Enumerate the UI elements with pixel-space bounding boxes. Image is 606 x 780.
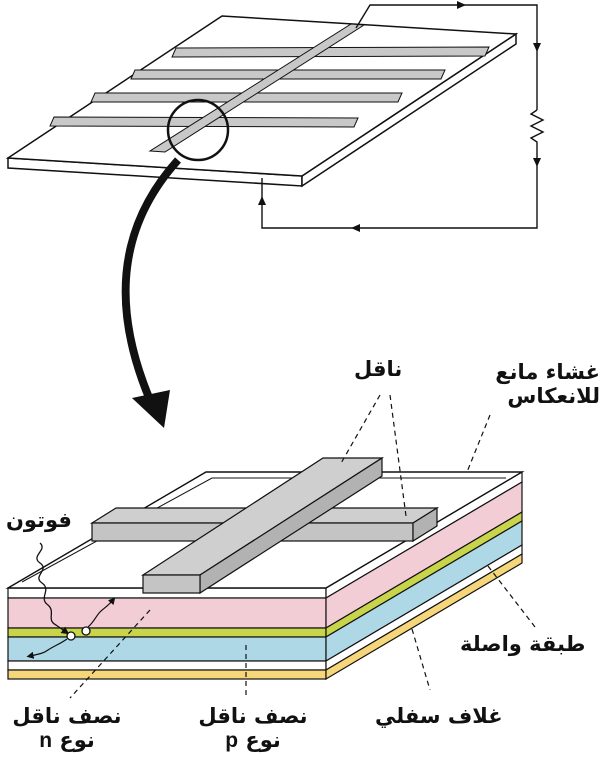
top-grid-fingers bbox=[49, 46, 490, 128]
label-bottom-cover: غلاف سفلي bbox=[375, 704, 503, 728]
leader-antireflective bbox=[466, 414, 491, 473]
hole-particle bbox=[81, 626, 91, 636]
label-photon: فوتون bbox=[6, 508, 72, 532]
bus-bar-front bbox=[142, 574, 201, 594]
p-type-line2: نوع p bbox=[192, 728, 314, 753]
label-conductor: ناقل bbox=[354, 357, 403, 381]
circuit-arrows bbox=[258, 1, 541, 232]
circuit-arrow bbox=[258, 196, 266, 205]
label-connecting-layer: طبقة واصلة bbox=[460, 632, 586, 656]
circuit-arrow bbox=[533, 43, 541, 52]
p-type-prefix: نوع bbox=[238, 728, 281, 753]
zoom-arrow-head bbox=[132, 390, 170, 428]
leader-n-type bbox=[69, 609, 151, 699]
top-solar-cell bbox=[5, 1, 545, 428]
leader-lines bbox=[69, 394, 536, 699]
n-type-letter: n bbox=[39, 729, 53, 753]
circuit-arrow bbox=[533, 158, 541, 167]
top-surface-inner-edge bbox=[21, 477, 506, 583]
layer-front-n-type bbox=[7, 597, 327, 629]
layer-side-base bbox=[325, 552, 523, 681]
n-type-line1: نصف ناقل bbox=[12, 704, 122, 728]
zoom-arrow bbox=[121, 157, 181, 402]
circuit-arrow bbox=[457, 1, 466, 9]
layer-front-p-type bbox=[7, 636, 327, 662]
leader-connecting-layer bbox=[487, 565, 536, 628]
photon-wave bbox=[36, 542, 70, 635]
conductor-contact bbox=[89, 456, 440, 595]
n-type-line2: نوع n bbox=[6, 728, 128, 753]
top-bus-bar bbox=[148, 23, 366, 153]
label-p-type-semiconductor: نصف ناقل نوع p bbox=[192, 704, 314, 753]
layer-front-contact bbox=[7, 660, 327, 671]
leader-conductor-2 bbox=[389, 394, 407, 517]
layer-front-base bbox=[7, 669, 327, 680]
label-antireflective-film: غشاء مانع للانعكاس bbox=[495, 360, 600, 409]
p-type-line1: نصف ناقل bbox=[198, 704, 308, 728]
leader-bottom-cover bbox=[411, 628, 431, 691]
finger-strip bbox=[130, 69, 446, 80]
finger-bar-side bbox=[412, 506, 438, 543]
layer-front-junction bbox=[7, 627, 327, 638]
leader-conductor-1 bbox=[339, 394, 381, 466]
finger-strip bbox=[171, 46, 490, 58]
electron-particle bbox=[66, 631, 76, 641]
external-circuit bbox=[261, 4, 545, 229]
p-type-letter: p bbox=[225, 729, 239, 753]
label-n-type-semiconductor: نصف ناقل نوع n bbox=[6, 704, 128, 753]
hole-path bbox=[87, 597, 116, 628]
magnifier-circle bbox=[166, 98, 230, 162]
circuit-arrow bbox=[351, 224, 360, 232]
n-type-prefix: نوع bbox=[52, 728, 95, 753]
electron-path bbox=[26, 638, 68, 659]
cell-cross-section bbox=[5, 394, 536, 699]
